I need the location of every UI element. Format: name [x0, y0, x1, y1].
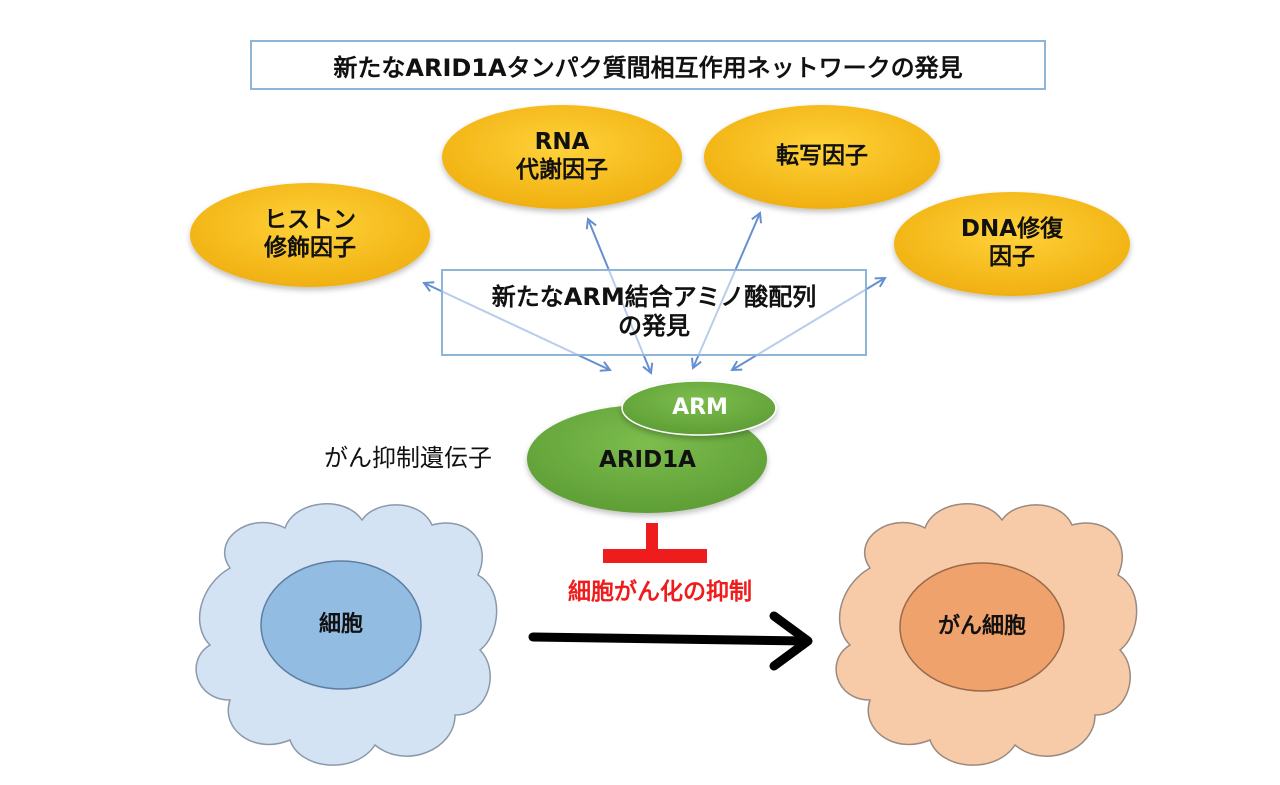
- inhibition-bar-horizontal: [603, 549, 707, 563]
- tumor-suppressor-label: がん抑制遺伝子: [324, 443, 492, 472]
- title-text: 新たなARID1Aタンパク質間相互作用ネットワークの発見: [333, 53, 963, 82]
- cancer-cell-label: がん細胞: [937, 613, 1026, 639]
- arm-ellipse: [621, 380, 777, 436]
- arm-discovery-text: 新たなARM結合アミノ酸配列 の発見: [491, 283, 817, 340]
- arid1a-label: ARID1A: [599, 447, 696, 474]
- cancer-cell-nucleus: [899, 562, 1065, 692]
- arm-label: ARM: [672, 394, 728, 420]
- partner-ellipse-rna: [442, 105, 682, 209]
- partner-label-rna: RNA 代謝因子: [516, 129, 608, 183]
- transformation-arrow-shaft: [528, 632, 810, 646]
- partner-label-dna-repair: DNA修復 因子: [960, 216, 1064, 270]
- partner-ellipse-transcription: [704, 105, 940, 209]
- partner-ellipse-dna-repair: [894, 192, 1130, 296]
- arm-discovery-box: [441, 269, 867, 356]
- partner-ellipse-histone: [190, 183, 430, 287]
- normal-cell-nucleus: [260, 560, 422, 690]
- partner-label-histone: ヒストン 修飾因子: [264, 207, 356, 261]
- transformation-arrow-head: [769, 611, 813, 671]
- partner-label-transcription: 転写因子: [776, 143, 868, 170]
- title-box: 新たなARID1Aタンパク質間相互作用ネットワークの発見: [250, 40, 1046, 90]
- inhibition-label: 細胞がん化の抑制: [568, 579, 752, 606]
- normal-cell-label: 細胞: [318, 611, 363, 637]
- inhibition-bar-vertical: [646, 523, 658, 555]
